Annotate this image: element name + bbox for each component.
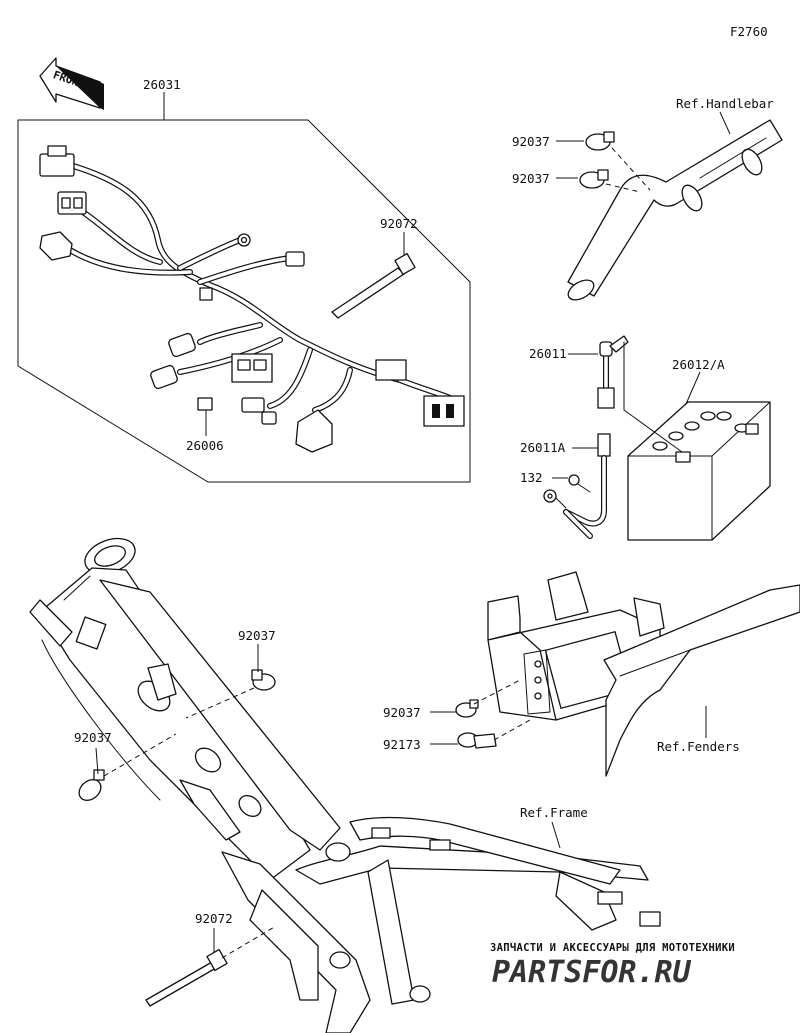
- battery-group: 26012/A 26011 26011A 132: [520, 335, 771, 541]
- handlebar-group: Ref.Handlebar 92037 92037: [512, 96, 783, 301]
- handlebar: [567, 119, 783, 301]
- frame-group: Ref.Frame 92037 92037 92072: [29, 537, 661, 1033]
- harness-band: [331, 252, 416, 319]
- label-band-harness: 92072: [380, 216, 418, 231]
- label-ref-frame: Ref.Frame: [520, 805, 588, 820]
- wiring-harness: [67, 162, 453, 413]
- label-clamp-handlebar-lower: 92037: [512, 171, 550, 186]
- clamp-frame-left: [78, 769, 105, 801]
- label-cable-negative: 26011A: [520, 440, 566, 455]
- connector-mid-left: [57, 191, 87, 215]
- label-fuse: 26006: [186, 438, 224, 453]
- bolt: [568, 474, 591, 493]
- connector-small-right: [285, 251, 305, 267]
- connector-small-lower: [241, 397, 277, 425]
- cable-negative: [543, 433, 611, 539]
- connector-bracket-left: [39, 231, 73, 261]
- battery: [627, 401, 771, 541]
- fuse: [197, 397, 213, 411]
- label-cable-positive: 26011: [529, 346, 567, 361]
- watermark: ЗАПЧАСТИ И АКСЕССУАРЫ ДЛЯ МОТОТЕХНИКИ PA…: [490, 942, 735, 990]
- figure-code: F2760: [730, 24, 768, 39]
- label-band-frame: 92072: [195, 911, 233, 926]
- battery-tray: [487, 571, 665, 721]
- wiring-harness-group: 26031: [17, 77, 471, 483]
- label-harness: 26031: [143, 77, 181, 92]
- label-clamp-fender: 92037: [383, 705, 421, 720]
- ring-terminal: [237, 233, 251, 247]
- holder-fender: [457, 732, 497, 749]
- main-coupler: [423, 395, 465, 427]
- watermark-tagline: ЗАПЧАСТИ И АКСЕССУАРЫ ДЛЯ МОТОТЕХНИКИ: [490, 942, 735, 954]
- clamp-handlebar-lower: [579, 169, 609, 189]
- clip-on-harness: [199, 287, 213, 301]
- fender: [603, 584, 800, 777]
- fender-group: Ref.Fenders 92037 92173: [383, 571, 800, 777]
- label-ref-fenders: Ref.Fenders: [657, 739, 740, 754]
- relay-block: [231, 353, 273, 383]
- watermark-brand: PARTSFOR.RU: [492, 955, 692, 990]
- connector-round-b: [150, 364, 178, 390]
- clamp-handlebar-upper: [585, 131, 615, 151]
- connector-round-a: [168, 332, 196, 358]
- label-bolt: 132: [520, 470, 543, 485]
- frame-band: [145, 948, 228, 1007]
- clamp-fender: [455, 699, 479, 718]
- label-clamp-frame-left: 92037: [74, 730, 112, 745]
- terminal-boot: [295, 409, 333, 453]
- cable-positive: [597, 335, 683, 453]
- frame: [29, 537, 661, 1033]
- label-clamp-frame-upper: 92037: [238, 628, 276, 643]
- label-holder-fender: 92173: [383, 737, 421, 752]
- connector-top-left: [39, 145, 75, 177]
- front-arrow-icon: FRONT: [39, 57, 104, 110]
- label-battery: 26012/A: [672, 357, 725, 372]
- clamp-frame-upper: [251, 669, 276, 691]
- connector-center: [375, 359, 407, 381]
- label-clamp-handlebar-upper: 92037: [512, 134, 550, 149]
- label-ref-handlebar: Ref.Handlebar: [676, 96, 774, 111]
